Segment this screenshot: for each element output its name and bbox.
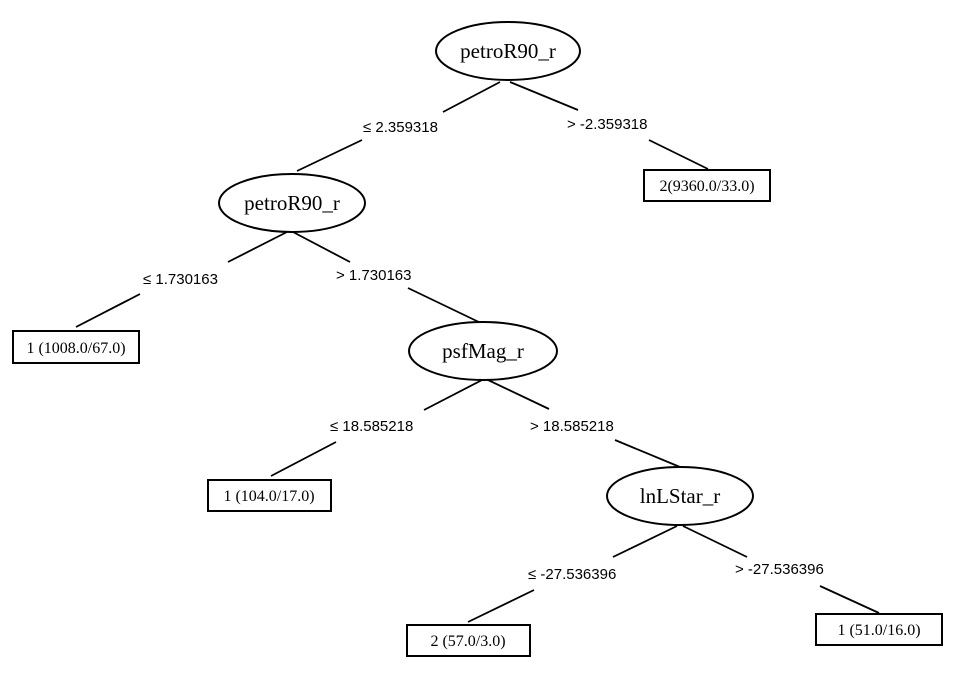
leaf-node-n2-left-box xyxy=(207,479,332,512)
edge-label-root-left: ≤ 2.359318 xyxy=(363,119,438,136)
leaf-node-n1-left: 1 (1008.0/67.0) xyxy=(12,330,140,364)
decision-node-root: petroR90_r xyxy=(435,21,581,81)
edge-root-right-lower xyxy=(648,139,709,170)
edge-n3-right-upper xyxy=(682,525,748,558)
edge-root-left-lower xyxy=(296,139,363,172)
edge-label-n3-right: > -27.536396 xyxy=(735,561,824,578)
leaf-node-root-right: 2(9360.0/33.0) xyxy=(643,169,771,202)
decision-node-2-ellipse xyxy=(408,321,558,381)
decision-node-3: lnLStar_r xyxy=(606,466,754,526)
edge-n1-left-lower xyxy=(75,293,141,328)
edge-n3-left-lower xyxy=(467,589,535,623)
leaf-node-n3-left-box xyxy=(406,624,531,657)
leaf-node-n3-right-label: 1 (51.0/16.0) xyxy=(837,622,920,639)
leaf-node-n3-right-box xyxy=(815,613,943,646)
leaf-node-n2-left: 1 (104.0/17.0) xyxy=(207,479,332,512)
leaf-node-root-right-box xyxy=(643,169,771,202)
edge-label-n3-left: ≤ -27.536396 xyxy=(528,566,616,583)
leaf-node-n3-right: 1 (51.0/16.0) xyxy=(815,613,943,646)
edge-n2-right-lower xyxy=(614,439,681,468)
decision-node-3-label: lnLStar_r xyxy=(640,484,720,508)
edge-n1-right-upper xyxy=(292,231,351,263)
leaf-node-n3-left-label: 2 (57.0/3.0) xyxy=(430,633,505,650)
edge-n2-right-upper xyxy=(487,379,550,410)
leaf-node-n3-left: 2 (57.0/3.0) xyxy=(406,624,531,657)
leaf-node-n1-left-box xyxy=(12,330,140,364)
decision-node-root-ellipse xyxy=(435,21,581,81)
decision-node-1: petroR90_r xyxy=(218,173,366,233)
edge-n1-left-upper xyxy=(227,231,288,263)
edge-n2-left-lower xyxy=(270,441,337,477)
decision-node-1-ellipse xyxy=(218,173,366,233)
decision-node-1-label: petroR90_r xyxy=(244,191,340,215)
edge-n3-left-upper xyxy=(612,525,678,558)
edge-label-n1-left: ≤ 1.730163 xyxy=(143,271,218,288)
edge-root-left-upper xyxy=(442,81,501,113)
edge-label-n1-right: > 1.730163 xyxy=(336,267,412,284)
tree-edges xyxy=(75,81,880,623)
edge-n2-left-upper xyxy=(423,379,483,411)
leaf-node-n2-left-label: 1 (104.0/17.0) xyxy=(223,488,314,505)
edge-label-n2-right: > 18.585218 xyxy=(530,418,614,435)
edge-n3-right-lower xyxy=(819,585,880,614)
decision-node-2-label: psfMag_r xyxy=(442,339,524,363)
edge-root-right-upper xyxy=(509,81,579,111)
leaf-node-root-right-label: 2(9360.0/33.0) xyxy=(659,178,754,195)
edge-labels: ≤ 2.359318 > -2.359318 ≤ 1.730163 > 1.73… xyxy=(143,116,824,583)
edge-label-n2-left: ≤ 18.585218 xyxy=(330,418,413,435)
decision-node-2: psfMag_r xyxy=(408,321,558,381)
edge-label-root-right: > -2.359318 xyxy=(567,116,648,133)
leaf-node-n1-left-label: 1 (1008.0/67.0) xyxy=(26,340,125,357)
decision-node-3-ellipse xyxy=(606,466,754,526)
decision-node-root-label: petroR90_r xyxy=(460,39,556,63)
edge-n1-right-lower xyxy=(407,287,484,325)
